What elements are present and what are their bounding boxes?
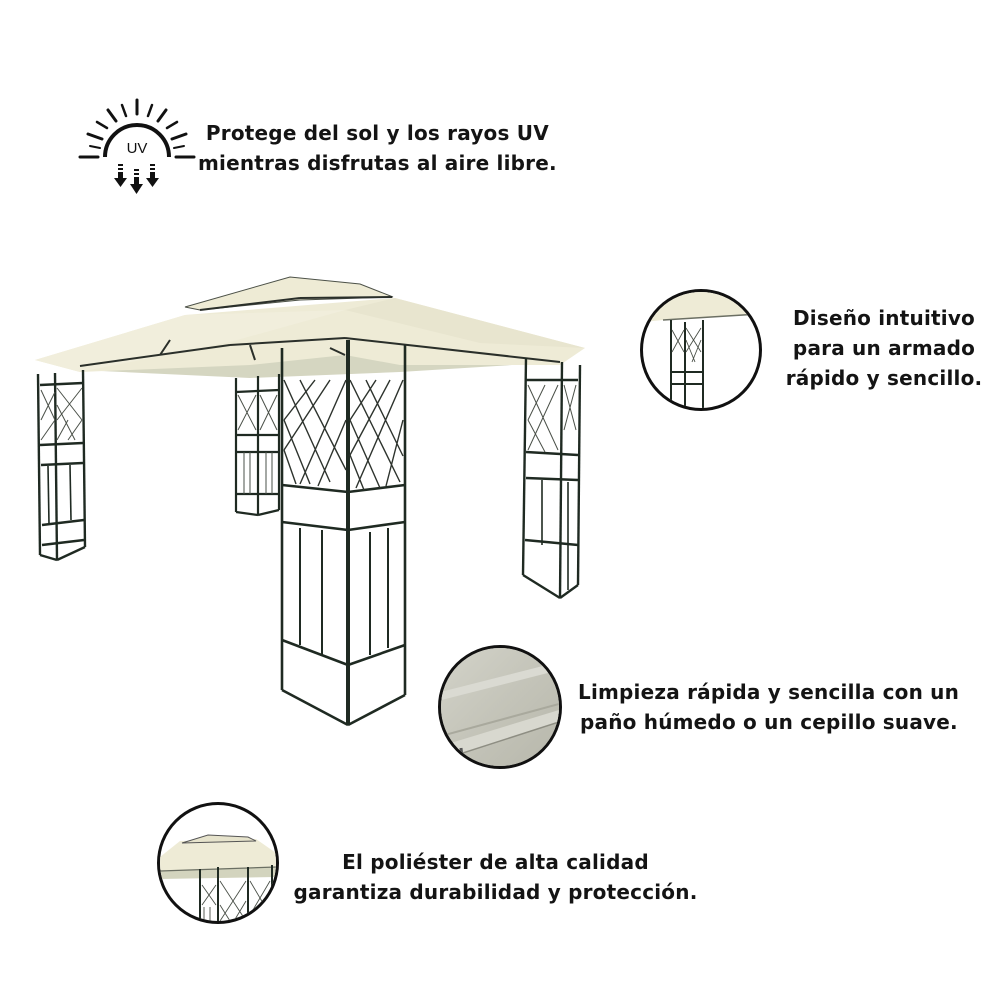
feature-line: mientras disfrutas al aire libre. [198,151,557,175]
feature-easy-assembly-text: Diseño intuitivo para un armado rápido y… [778,303,990,393]
thumbnail-fabric-closeup [438,645,562,769]
feature-line: garantiza durabilidad y protección. [293,880,698,904]
feature-durable-polyester-text: El poliéster de alta calidad garantiza d… [293,847,698,907]
feature-line: paño húmedo o un cepillo suave. [580,710,958,734]
feature-line: rápido y sencillo. [785,366,983,390]
uv-label: UV [127,140,148,157]
thumbnail-canopy-roof [157,802,279,924]
feature-line: para un armado [792,336,976,360]
feature-line: El poliéster de alta calidad [342,850,649,874]
feature-easy-cleaning-text: Limpieza rápida y sencilla con un paño h… [578,677,959,737]
feature-line: Protege del sol y los rayos UV [205,121,549,145]
feature-line: Limpieza rápida y sencilla con un [578,680,960,704]
feature-line: Diseño intuitivo [792,306,975,330]
thumbnail-gazebo-corner [640,289,762,411]
uv-sun-icon: UV [78,96,196,196]
feature-uv-protection-text: Protege del sol y los rayos UV mientras … [198,118,557,178]
product-image-gazebo [30,270,600,740]
